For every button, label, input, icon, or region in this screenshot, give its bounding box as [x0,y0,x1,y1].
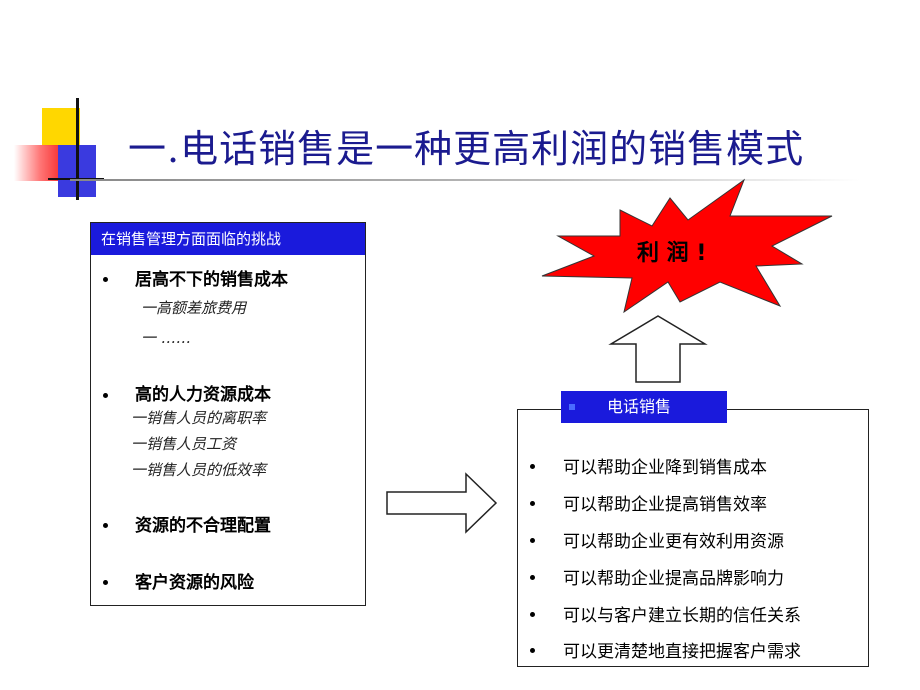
bullet-icon [103,523,108,528]
benefit-item: 可以帮助企业提高销售效率 [563,495,767,515]
bullet-icon [530,464,535,469]
benefit-item: 可以更清楚地直接把握客户需求 [563,642,801,662]
benefit-item: 可以帮助企业提高品牌影响力 [563,569,784,589]
bullet-icon [530,648,535,653]
benefit-item: 可以帮助企业更有效利用资源 [563,532,784,552]
benefit-item: 可以与客户建立长期的信任关系 [563,606,801,626]
bullet-icon [103,580,108,585]
telesales-panel [517,409,869,667]
decor-vertical-line [76,98,79,200]
challenge-item: 资源的不合理配置 [135,516,271,536]
challenges-panel: 在销售管理方面面临的挑战 居高不下的销售成本 一高额差旅费用 一 …… 高的人力… [90,222,366,606]
challenge-item: 居高不下的销售成本 [135,270,288,290]
challenge-subitem: 一销售人员工资 [131,435,237,453]
challenge-subitem: 一高额差旅费用 [141,299,247,317]
bullet-icon [530,612,535,617]
bullet-icon [530,575,535,580]
benefit-item: 可以帮助企业降到销售成本 [563,458,767,478]
telesales-header: 电话销售 [561,391,727,423]
profit-label: 利 润 ! [637,241,707,266]
header-square-icon [569,404,575,410]
challenge-item: 客户资源的风险 [135,573,254,593]
decor-yellow-square [42,108,80,146]
challenge-subitem: 一销售人员的低效率 [131,461,267,479]
bullet-icon [530,501,535,506]
bullet-icon [103,393,108,398]
challenge-subitem: 一销售人员的离职率 [131,409,267,427]
page-title: 一.电话销售是一种更高利润的销售模式 [128,127,805,171]
challenge-item: 高的人力资源成本 [135,385,271,405]
profit-starburst-icon [541,178,833,314]
right-arrow-icon [386,472,498,534]
bullet-icon [530,538,535,543]
up-arrow-icon [608,315,708,383]
challenge-subitem: 一 …… [141,329,191,347]
bullet-icon [103,277,108,282]
challenges-header: 在销售管理方面面临的挑战 [91,223,365,255]
title-underline [70,179,860,181]
